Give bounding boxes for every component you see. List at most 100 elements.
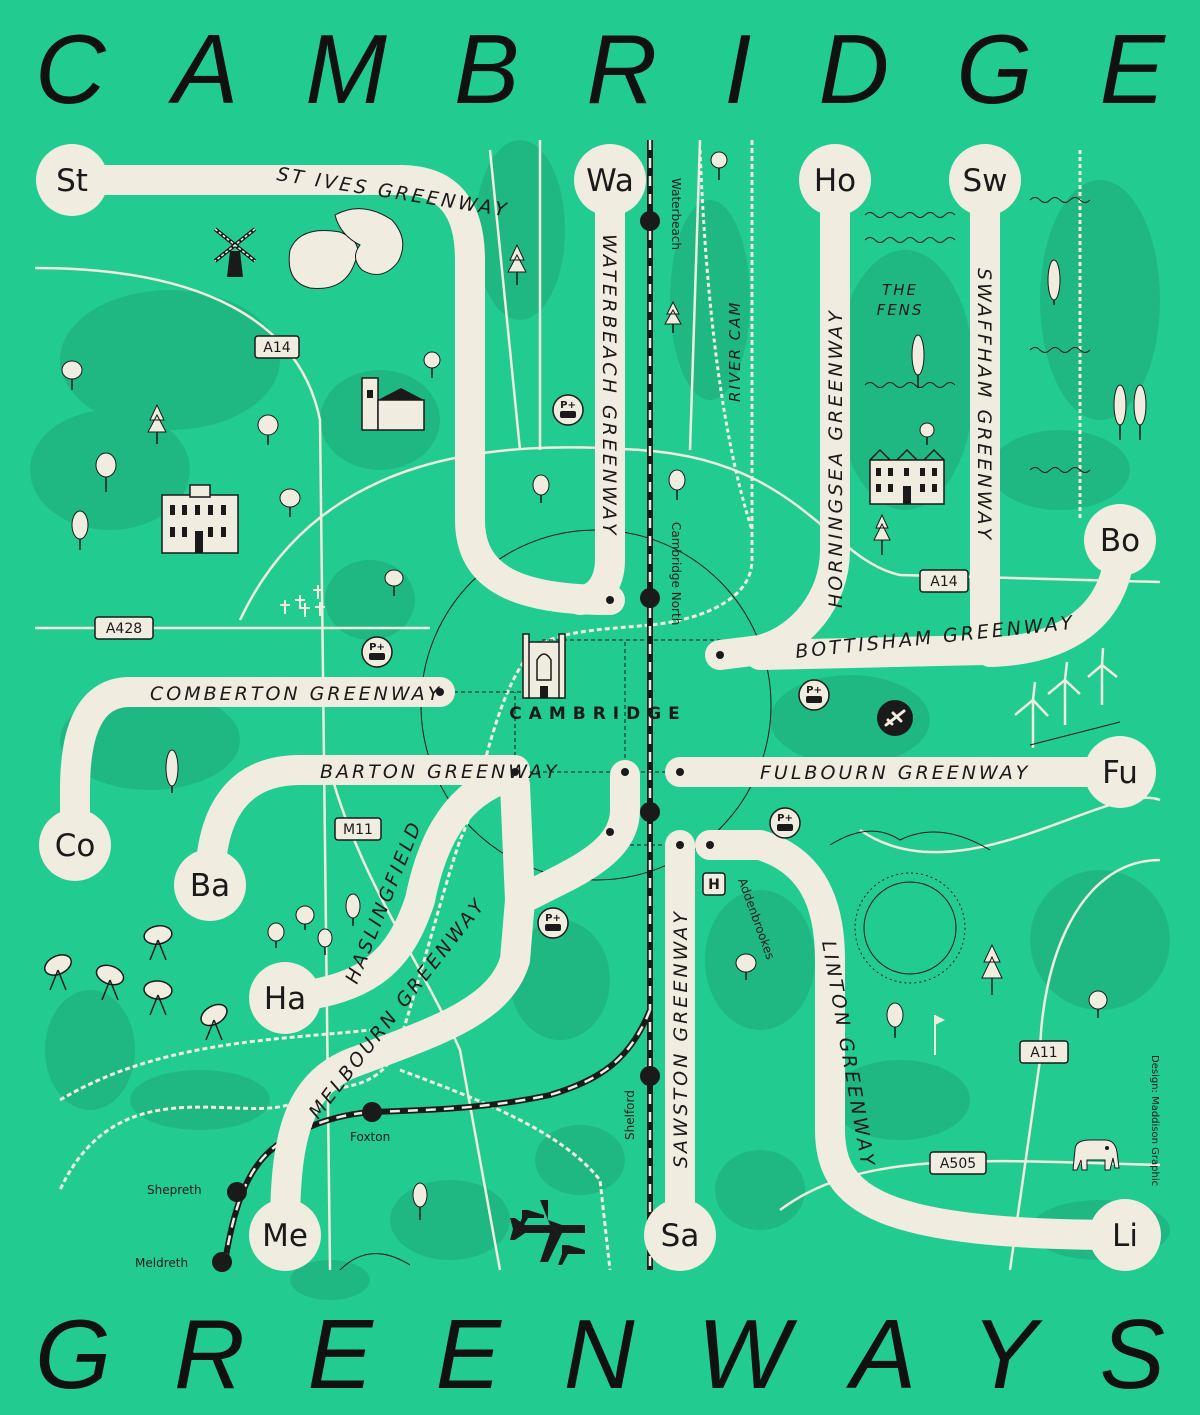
svg-text:A505: A505 <box>940 1156 976 1172</box>
foxton-station-dot <box>362 1102 382 1122</box>
svg-text:Sw: Sw <box>962 163 1007 199</box>
svg-text:H: H <box>708 877 720 893</box>
tree-icon <box>1047 259 1061 305</box>
greenway-nodes: St Wa Ho Sw Bo Fu Co Ba Ha Me Sa Li <box>36 144 1161 1271</box>
a14-sign-east: A14 <box>919 569 969 593</box>
svg-text:P+: P+ <box>806 685 822 696</box>
svg-text:Wa: Wa <box>586 163 634 199</box>
a505-sign: A505 <box>929 1151 987 1175</box>
svg-text:P+: P+ <box>560 400 576 411</box>
cemetery-icon <box>280 585 325 617</box>
park-and-ride-icon: P+ <box>552 394 584 426</box>
cambridge-north-station-dot <box>640 588 660 608</box>
tree-icon <box>886 1002 904 1038</box>
the-fens-label-line2: FENS <box>877 301 924 319</box>
design-credit: Design: Maddison Graphic <box>1149 1055 1160 1186</box>
melbourn-greenway-path <box>270 770 535 1245</box>
shepreth-station-dot <box>227 1182 247 1202</box>
tree-icon <box>507 243 527 285</box>
tree-icon <box>911 334 925 388</box>
m11-sign: M11 <box>334 817 382 841</box>
comberton-greenway-path <box>60 677 455 860</box>
park-and-ride-icon: P+ <box>361 636 393 668</box>
tree-icon <box>1133 384 1147 440</box>
svg-text:P+: P+ <box>545 913 561 924</box>
a11-sign: A11 <box>1019 1040 1069 1064</box>
tree-icon <box>412 1182 428 1220</box>
tree-icon <box>532 474 550 503</box>
tree-icon <box>295 905 315 930</box>
tree-icon <box>61 360 83 390</box>
node-fulbourn[interactable]: Fu <box>1084 736 1156 808</box>
svg-text:P+: P+ <box>777 813 793 824</box>
path-end-dots <box>436 596 724 849</box>
tree-icon <box>1113 384 1127 440</box>
svg-text:Ba: Ba <box>190 868 230 904</box>
node-linton[interactable]: Li <box>1089 1199 1161 1271</box>
meldreth-station-dot <box>212 1252 232 1272</box>
node-swaffham[interactable]: Sw <box>949 144 1021 216</box>
river-cam-label: RIVER CAM <box>726 301 744 402</box>
tree-icon <box>735 953 757 980</box>
tree-icon <box>257 414 279 445</box>
svg-text:A14: A14 <box>263 340 290 356</box>
tree-icon <box>95 452 117 492</box>
fulbourn-greenway-label: FULBOURN GREENWAY <box>760 762 1030 784</box>
tree-icon <box>1088 990 1108 1018</box>
a11-road <box>1008 858 1161 1271</box>
svg-text:M11: M11 <box>343 822 373 838</box>
cambridge-station-dot <box>640 802 660 822</box>
tree-icon <box>147 403 167 444</box>
tree-icon <box>71 510 89 550</box>
shelford-station-label: Shelford <box>623 1090 637 1140</box>
telescope-dish-icon <box>44 925 228 1041</box>
horningsea-greenway-label: HORNINGSEA GREENWAY <box>825 308 847 608</box>
tree-icon <box>668 469 686 500</box>
windmill-icon <box>213 227 257 277</box>
fens-waterways <box>864 197 1091 473</box>
tree-icon <box>165 749 179 793</box>
hills-outline <box>829 830 991 851</box>
node-st-ives[interactable]: St <box>36 144 108 216</box>
poster-title-bottom: GREENWAYS <box>35 1299 1165 1409</box>
park-and-ride-icons: P+ P+ P+ P+ P+ <box>361 394 830 939</box>
waterbeach-station-label: Waterbeach <box>669 178 683 250</box>
park-and-ride-icon: P+ <box>537 907 569 939</box>
waterbeach-greenway-path <box>565 165 625 615</box>
node-haslingfield[interactable]: Ha <box>249 962 321 1034</box>
svg-text:Ha: Ha <box>264 981 306 1017</box>
node-barton[interactable]: Ba <box>174 849 246 921</box>
manor-house-icon <box>161 484 239 554</box>
city-label: CAMBRIDGE <box>509 704 687 724</box>
svg-text:Li: Li <box>1112 1218 1138 1254</box>
svg-text:Co: Co <box>55 828 96 864</box>
node-waterbeach[interactable]: Wa <box>574 144 646 216</box>
park-and-ride-icon: P+ <box>769 807 801 839</box>
elephant-icon <box>1072 1139 1120 1171</box>
aircraft-icon <box>510 1200 585 1265</box>
poster-title-top: CAMBRIDGE <box>35 14 1167 124</box>
node-melbourn[interactable]: Me <box>249 1199 321 1271</box>
linton-greenway-path <box>695 830 1140 1250</box>
sawston-greenway-label: SAWSTON GREENWAY <box>670 909 692 1168</box>
swaffham-greenway-label: SWAFFHAM GREENWAY <box>973 268 995 542</box>
node-comberton[interactable]: Co <box>39 809 111 881</box>
road-signs: A14 A428 A14 M11 A11 A505 <box>94 335 1069 1175</box>
trees <box>61 151 1147 1220</box>
meldreth-station-label: Meldreth <box>135 1256 188 1270</box>
svg-text:Bo: Bo <box>1100 523 1140 559</box>
node-bottisham[interactable]: Bo <box>1084 504 1156 576</box>
kings-college-chapel-icon <box>522 633 566 699</box>
church-icon <box>361 377 425 431</box>
st-ives-greenway-path <box>55 165 625 615</box>
tree-icon <box>317 928 333 955</box>
tree-icon <box>345 893 361 926</box>
earthwork-ring <box>854 872 966 984</box>
node-sawston[interactable]: Sa <box>644 1199 716 1271</box>
golf-flag-icon <box>934 1015 945 1055</box>
waterbeach-greenway-label: WATERBEACH GREENWAY <box>598 234 620 538</box>
svg-text:St: St <box>56 163 88 199</box>
the-fens-label-line1: THE <box>882 281 918 299</box>
node-horningsea[interactable]: Ho <box>799 144 871 216</box>
